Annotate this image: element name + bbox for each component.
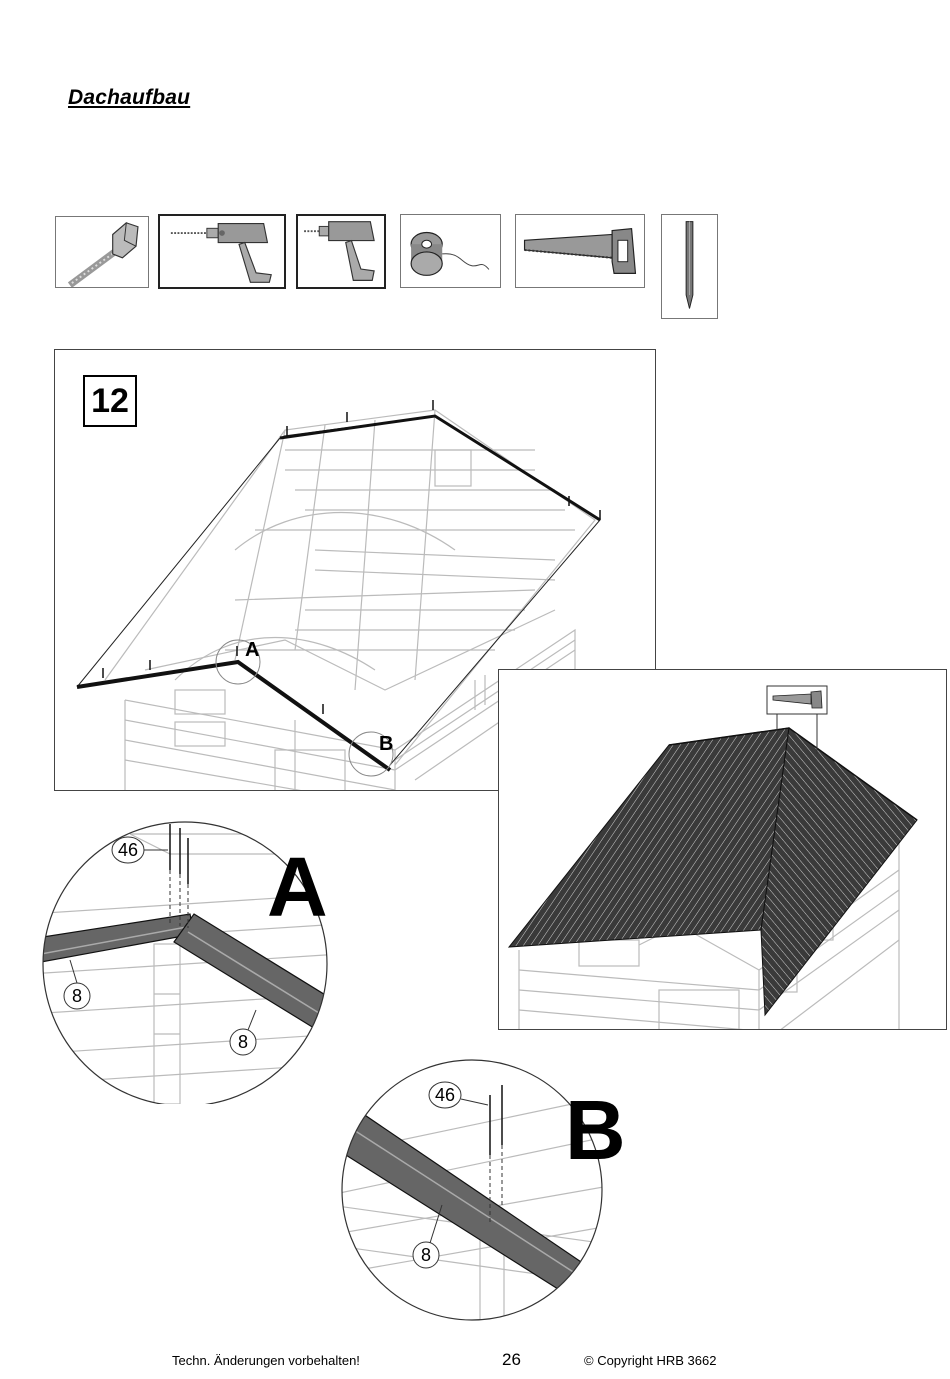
hand-saw-icon [515,214,645,288]
detail-a-letter: A [267,840,328,934]
board-part-number: 8 [72,986,82,1006]
step-number: 12 [83,375,137,427]
overview-illustration: A B [54,349,656,791]
page-title: Dachaufbau [68,86,191,109]
tape-measure-icon [55,216,149,288]
board-part-number: 8 [238,1032,248,1052]
string-reel-icon [400,214,501,288]
screw-part-number: 46 [118,840,138,860]
pencil-icon [661,214,718,319]
detail-b-marker: B [379,733,393,755]
cordless-drill-icon [296,214,386,289]
detail-b-letter: B [565,1083,626,1177]
board-part-number: 8 [421,1245,431,1265]
detail-b-illustration: 46 8 [330,1055,615,1325]
result-illustration [498,669,947,1030]
page-number: 26 [502,1350,521,1369]
screw-part-number: 46 [435,1085,455,1105]
drill-with-bit-icon [158,214,286,289]
footer-copyright: © Copyright HRB 3662 [584,1353,717,1368]
footer-disclaimer: Techn. Änderungen vorbehalten! [172,1353,360,1368]
detail-a-marker: A [245,639,259,661]
detail-a-illustration: 46 8 8 [30,814,340,1107]
hand-saw-icon [772,690,823,709]
